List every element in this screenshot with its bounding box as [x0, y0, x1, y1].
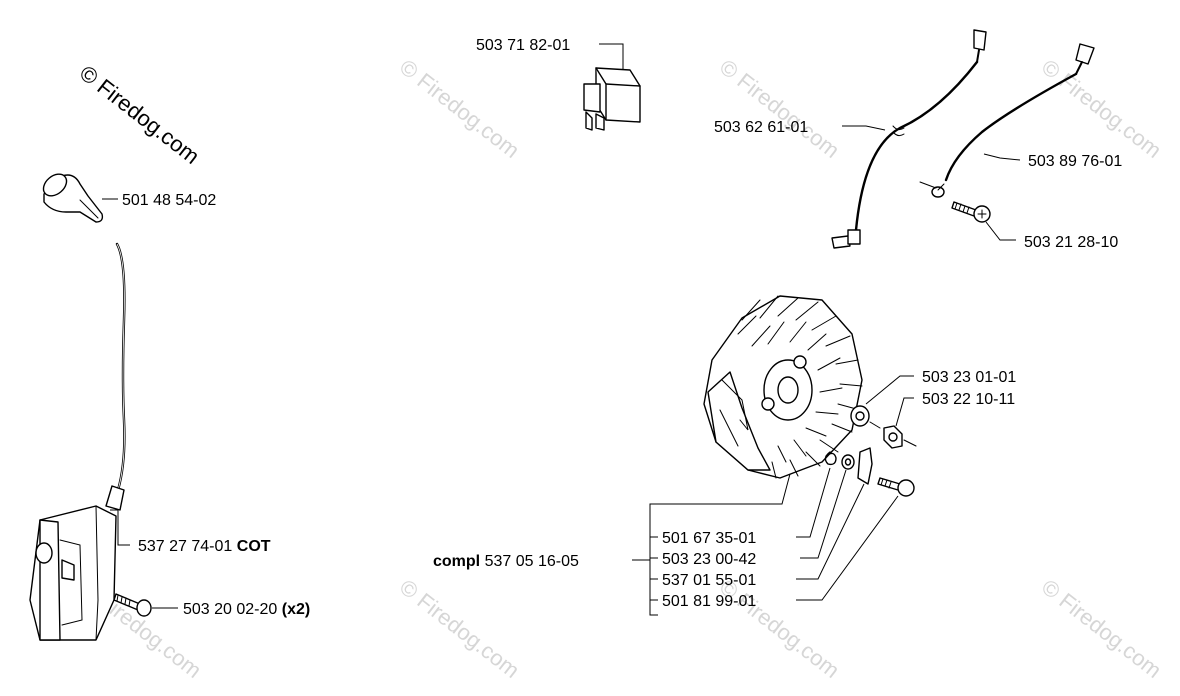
part-label-washer: 503 23 01-01	[922, 369, 1016, 386]
ignition-module-number: 537 27 74-01	[138, 538, 232, 555]
part-label-flywheel-compl: compl 537 05 16-05	[433, 553, 579, 570]
watermark: © Firedog.com	[395, 574, 524, 683]
part-label-spring: 501 67 35-01	[662, 530, 756, 547]
watermark: © Firedog.com	[715, 54, 844, 163]
part-label-pawl: 537 01 55-01	[662, 572, 756, 589]
module-screw-number: 503 20 02-20	[183, 601, 277, 618]
module-screw-qty: (x2)	[282, 601, 310, 618]
spring-drawing	[824, 451, 837, 466]
switch-drawing	[583, 67, 641, 131]
washer-drawing	[850, 405, 870, 427]
part-label-wire-long: 503 89 76-01	[1028, 153, 1122, 170]
ignition-module-suffix: COT	[237, 538, 271, 555]
module-screw-drawing	[113, 593, 152, 617]
flywheel-compl-prefix: compl	[433, 553, 480, 570]
part-label-switch: 503 71 82-01	[476, 37, 570, 54]
watermark-main: © Firedog.com	[75, 60, 204, 169]
part-label-wire-short: 503 62 61-01	[714, 119, 808, 136]
flywheel-drawing	[703, 295, 863, 479]
watermark: © Firedog.com	[1037, 54, 1166, 163]
part-label-ignition-module: 537 27 74-01 COT	[138, 538, 271, 555]
wire-short-drawing	[831, 29, 987, 249]
flywheel-bracket	[632, 473, 791, 616]
part-label-plug-cap: 501 48 54-02	[122, 192, 216, 209]
wire-screw-drawing	[951, 201, 991, 223]
watermark: © Firedog.com	[1037, 574, 1166, 683]
wire-long-drawing	[931, 43, 1095, 198]
ht-lead-inner	[116, 243, 125, 491]
pawl-drawing	[857, 447, 873, 485]
pawl-washer-drawing	[841, 454, 855, 470]
watermark: © Firedog.com	[395, 54, 524, 163]
part-label-nut: 503 22 10-11	[922, 391, 1015, 408]
flywheel-compl-number: 537 05 16-05	[485, 553, 579, 570]
pawl-screw-drawing	[877, 477, 915, 497]
ignition-module-drawing	[29, 485, 125, 641]
nut-drawing	[883, 425, 903, 449]
plug-cap-drawing	[42, 173, 104, 223]
part-label-module-screw: 503 20 02-20 (x2)	[183, 601, 310, 618]
part-label-screw-wire: 503 21 28-10	[1024, 234, 1118, 251]
watermark: © Firedog.com	[715, 574, 844, 683]
part-label-pawl-screw: 501 81 99-01	[662, 593, 756, 610]
part-label-pawl-washer: 503 23 00-42	[662, 551, 756, 568]
